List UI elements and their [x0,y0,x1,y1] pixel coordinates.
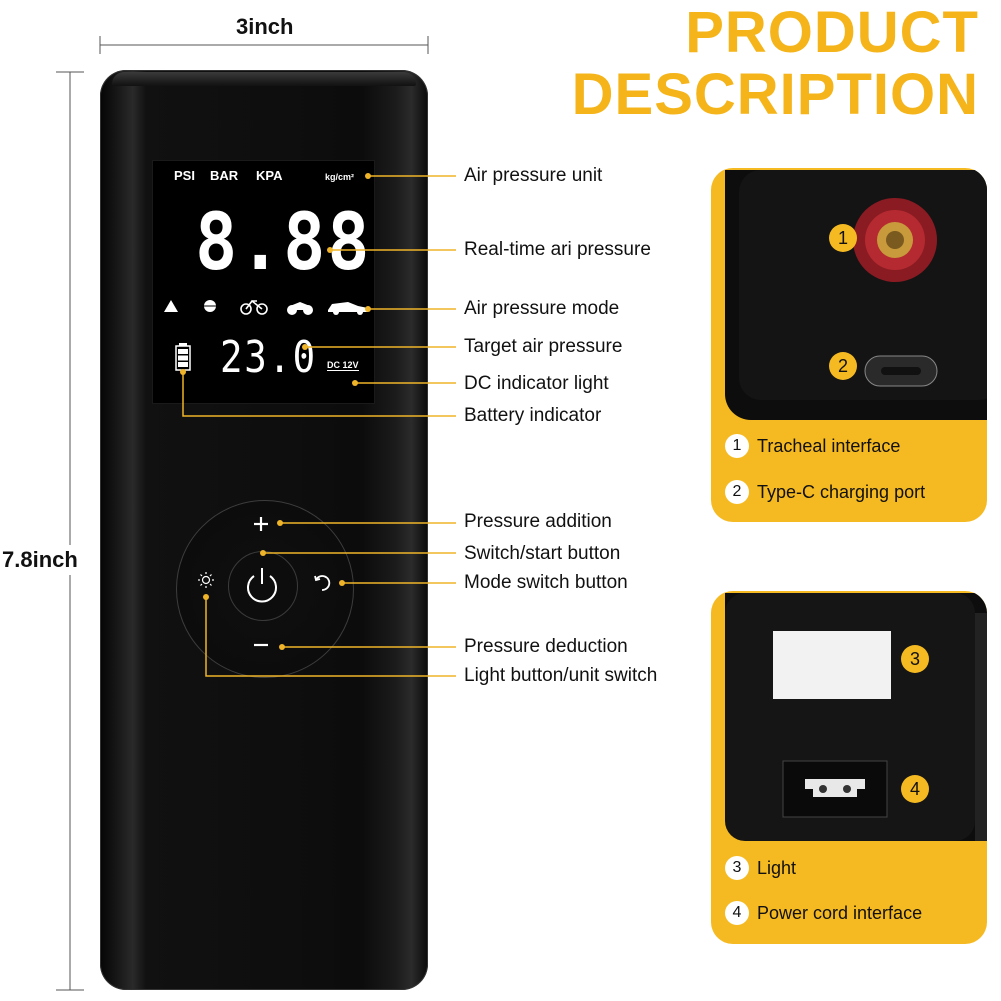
callout-battery-indicator: Battery indicator [464,405,602,426]
motorcycle-icon [287,302,313,315]
panel2-item-4: 4 Power cord interface [725,901,922,925]
panel1-item-2: 2 Type-C charging port [725,480,925,504]
callout-air-pressure-mode: Air pressure mode [464,298,620,319]
target-pressure-display: 23.0 [220,332,317,383]
plus-icon [254,517,268,531]
control-glyphs [198,517,331,647]
callout-mode-switch: Mode switch button [464,572,628,593]
bottom-ports-photo: 3 4 [725,593,987,841]
callout-air-pressure-unit: Air pressure unit [464,165,603,186]
item-label: Type-C charging port [757,481,926,502]
title-line-1: PRODUCT [685,0,979,65]
basketball-icon [204,300,216,312]
callout-switch-start: Switch/start button [464,543,621,564]
callout-target-pressure: Target air pressure [464,336,623,357]
ball-icon [164,300,178,312]
bicycle-icon [240,299,268,315]
unit-bar: BAR [210,168,239,183]
number-badge: 2 [725,480,749,504]
panel-bottom-ports: 3 4 3 Light 4 Power cord interface [711,591,987,944]
title-line-2: DESCRIPTION [571,62,979,127]
height-label: 7.8inch [2,545,78,575]
number-badge: 1 [725,434,749,458]
panel2-item-3: 3 Light [725,856,796,880]
unit-kpa: KPA [256,168,283,183]
number-badge: 3 [725,856,749,880]
item-label: Light [757,857,797,878]
panel-top-ports: 1 2 1 Tracheal interface 2 Type-C chargi… [711,168,987,522]
number-badge: 4 [725,901,749,925]
callout-light-button: Light button/unit switch [464,665,658,686]
light-power-illustration [725,593,987,841]
sun-icon [198,572,214,588]
panel1-item-1: 1 Tracheal interface [725,434,900,458]
lcd-screen [152,160,375,404]
mode-cycle-icon [314,575,331,591]
mode-icons-row [164,299,368,315]
power-icon [247,568,277,603]
device-top-edge [112,72,416,86]
badge-1: 1 [829,224,857,252]
unit-psi: PSI [174,168,195,183]
callout-pressure-deduction: Pressure deduction [464,636,628,657]
car-icon [328,302,368,315]
badge-4: 4 [901,775,929,803]
width-label: 3inch [236,14,294,39]
badge-2: 2 [829,352,857,380]
callout-realtime-pressure: Real-time ari pressure [464,239,651,260]
callout-pressure-addition: Pressure addition [464,511,612,532]
item-label: Power cord interface [757,902,923,923]
item-label: Tracheal interface [757,435,901,456]
ports-illustration [739,170,987,400]
realtime-pressure-display: 8.88 [195,198,372,288]
top-ports-photo: 1 2 [725,170,987,420]
callout-dc-indicator: DC indicator light [464,373,609,394]
dc-indicator: DC 12V [327,360,359,371]
unit-kgcm2: kg/cm² [325,172,355,182]
badge-3: 3 [901,645,929,673]
